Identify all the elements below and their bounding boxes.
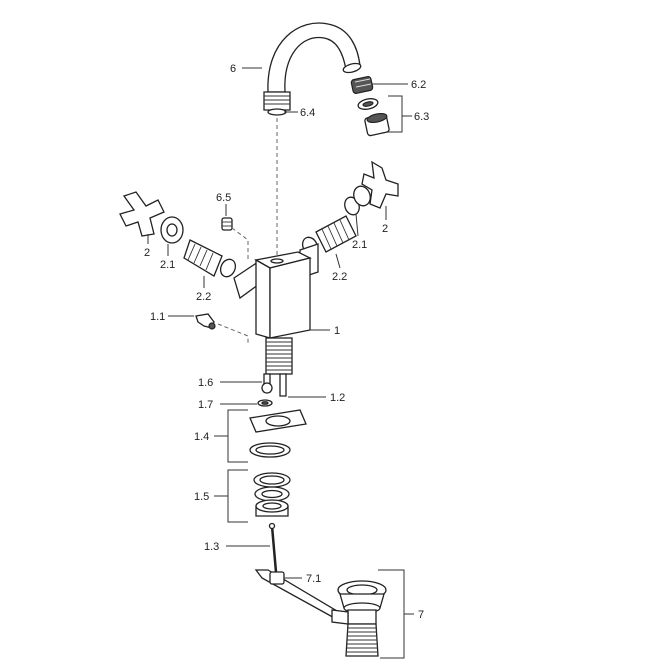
handle-right-part-2 bbox=[361, 160, 399, 209]
handle-left-part-2 bbox=[119, 191, 165, 237]
label-2-2-left: 2.2 bbox=[196, 291, 211, 303]
label-1-7: 1.7 bbox=[198, 399, 213, 411]
set-screw-6-5 bbox=[221, 217, 233, 231]
label-1-3: 1.3 bbox=[204, 541, 219, 553]
washer-1-7 bbox=[257, 399, 273, 407]
label-2-right: 2 bbox=[382, 223, 388, 235]
washer-right-2-1 bbox=[344, 185, 371, 216]
label-1-5: 1.5 bbox=[194, 491, 209, 503]
label-1-1: 1.1 bbox=[150, 311, 165, 323]
drain-assembly-7 bbox=[331, 580, 387, 657]
label-6-4: 6.4 bbox=[300, 107, 315, 119]
supply-hoses-1-6 bbox=[261, 373, 287, 397]
faucet-body-part-1 bbox=[233, 243, 319, 339]
mounting-rings-1-5 bbox=[253, 472, 291, 517]
body-threaded-stem bbox=[265, 337, 293, 375]
spout-ring-6-2 bbox=[350, 76, 374, 94]
clip-1-1 bbox=[195, 313, 216, 330]
label-6-3: 6.3 bbox=[414, 111, 429, 123]
aerator-6-3 bbox=[364, 112, 390, 137]
lift-rod-1-3 bbox=[268, 522, 278, 573]
label-2-1-left: 2.1 bbox=[160, 259, 175, 271]
label-6: 6 bbox=[230, 63, 236, 75]
label-1-4: 1.4 bbox=[194, 431, 209, 443]
label-2-left: 2 bbox=[144, 247, 150, 259]
label-1: 1 bbox=[334, 325, 340, 337]
label-2-2-right: 2.2 bbox=[332, 271, 347, 283]
aerator-washer-6-3 bbox=[357, 98, 379, 110]
label-2-1-right: 2.1 bbox=[352, 239, 367, 251]
label-1-2: 1.2 bbox=[330, 392, 345, 404]
washer-left-2-1 bbox=[160, 216, 184, 244]
base-plate-1-4 bbox=[249, 409, 307, 458]
spout-part-6 bbox=[263, 22, 362, 116]
label-6-2: 6.2 bbox=[411, 79, 426, 91]
cartridge-left-2-2 bbox=[183, 239, 237, 278]
label-1-6: 1.6 bbox=[198, 377, 213, 389]
label-7: 7 bbox=[418, 609, 424, 621]
label-6-5: 6.5 bbox=[216, 192, 231, 204]
label-7-1: 7.1 bbox=[306, 573, 321, 585]
